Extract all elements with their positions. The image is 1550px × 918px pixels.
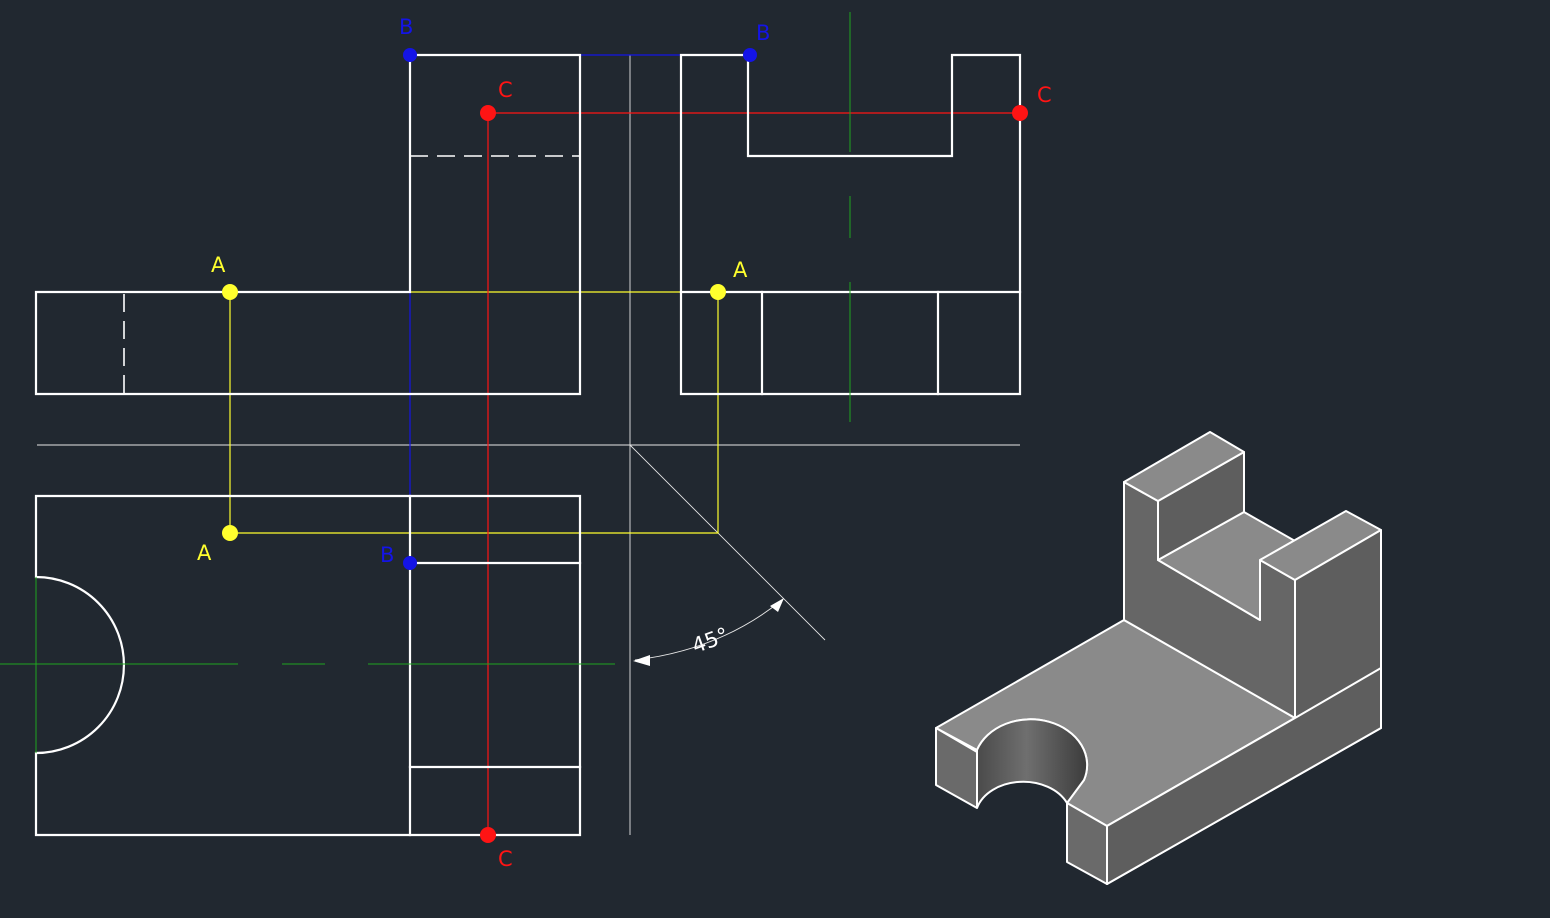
label-b-side: B	[756, 21, 770, 45]
miter-line-45	[629, 444, 826, 641]
front-view-outline	[34, 53, 582, 396]
top-view	[0, 494, 615, 837]
iso-hole-surface	[976, 718, 1089, 809]
label-c-side: C	[1037, 83, 1052, 107]
iso-left-prong-top	[1123, 431, 1245, 502]
point-labels: A A A B B B C C C	[197, 15, 1052, 871]
top-view-outline	[34, 494, 582, 837]
label-a-top: A	[197, 541, 212, 565]
label-c-front: C	[498, 78, 513, 102]
point-b-front	[403, 48, 417, 62]
reference-lines	[37, 55, 1020, 835]
label-c-top: C	[498, 847, 513, 871]
point-c-top	[480, 827, 496, 843]
side-view-outline	[679, 53, 1022, 396]
iso-base-front-left	[935, 727, 978, 809]
point-b-top	[403, 556, 417, 570]
point-a-front	[222, 284, 238, 300]
front-view	[34, 53, 582, 396]
angle-dimension: 45°	[633, 598, 784, 666]
projection-line-a	[229, 291, 719, 534]
label-a-front: A	[211, 253, 226, 277]
angle-arrowhead-left	[633, 655, 650, 666]
angle-dimension-arc	[634, 599, 783, 661]
isometric-view	[935, 431, 1382, 885]
side-view	[679, 12, 1022, 422]
point-a-top	[222, 525, 238, 541]
point-markers	[222, 48, 1028, 843]
label-a-side: A	[733, 258, 748, 282]
point-a-side	[710, 284, 726, 300]
point-b-side	[743, 48, 757, 62]
iso-base-side-face-front	[1106, 667, 1382, 885]
angle-label: 45°	[689, 623, 732, 658]
angle-arrowhead-right	[770, 598, 784, 612]
point-c-front	[480, 105, 496, 121]
point-c-side	[1012, 105, 1028, 121]
label-b-front: B	[399, 15, 413, 39]
label-b-top: B	[380, 543, 394, 567]
